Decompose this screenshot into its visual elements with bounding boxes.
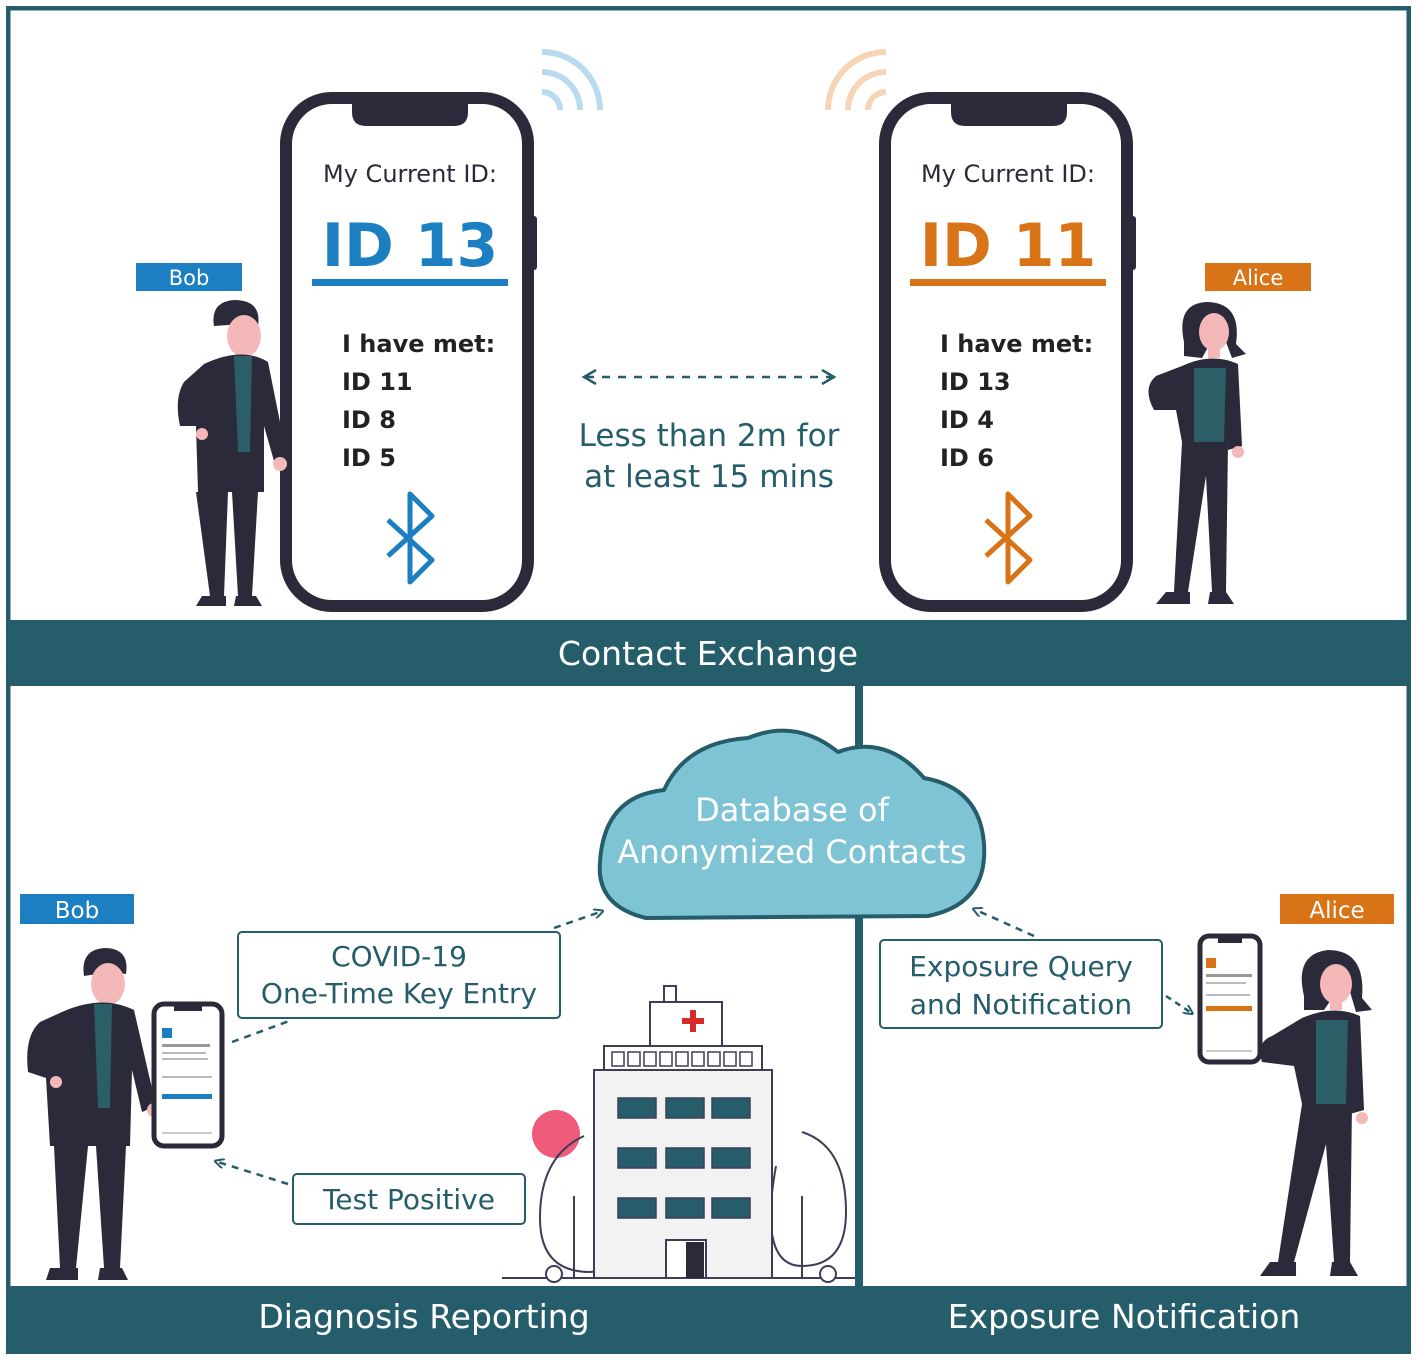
phone-button [1128, 216, 1136, 270]
arrow-right-icon [821, 368, 837, 386]
key-entry-line1: COVID-19 [331, 940, 467, 973]
alice-figure [1148, 302, 1246, 604]
diagram-canvas: My Current ID: ID 13 I have met: ID 11 I… [5, 5, 1412, 1355]
exposure-query-line2: and Notification [910, 988, 1132, 1021]
distance-text-line1: Less than 2m for [579, 418, 840, 454]
bob-current-id: ID 13 [322, 211, 499, 281]
alice-small-phone [1197, 933, 1263, 1065]
bob-name-tag [20, 894, 134, 924]
alice-name-tag [1280, 894, 1394, 924]
query-arrow [976, 910, 1035, 938]
phone-notch [352, 104, 468, 126]
red-cross-icon [682, 1010, 704, 1032]
bob-name-tag [136, 263, 242, 291]
diagnosis-reporting-band [8, 1286, 855, 1352]
contact-exchange-panel: My Current ID: ID 13 I have met: ID 11 I… [8, 49, 1409, 686]
key-entry-line2: One-Time Key Entry [261, 977, 537, 1010]
exposure-notification-panel: Alice Exposure Query and Notification [863, 894, 1409, 1352]
alice-wifi-icon [825, 49, 887, 111]
database-line2: Anonymized Contacts [617, 833, 966, 871]
test-positive-label: Test Positive [322, 1183, 495, 1216]
database-cloud: Database of Anonymized Contacts [597, 728, 987, 920]
bob-small-phone [151, 1001, 225, 1149]
alice-figure [1260, 950, 1372, 1276]
diagram-frame: My Current ID: ID 13 I have met: ID 11 I… [5, 5, 1412, 1355]
alice-name-tag [1205, 263, 1311, 291]
key-entry-box [237, 931, 561, 1019]
hospital-windows [617, 1097, 751, 1219]
key-entry-connector [231, 1018, 293, 1044]
tree-icon [532, 1110, 580, 1158]
bob-met-id: ID 8 [342, 406, 396, 434]
contact-exchange-label: Contact Exchange [558, 634, 858, 673]
notification-arrow [1165, 994, 1190, 1012]
alice-phone: My Current ID: ID 11 I have met: ID 13 I… [879, 92, 1136, 612]
phone-button [529, 216, 537, 270]
tree-icon [769, 1131, 848, 1268]
arrow-left-icon [581, 368, 597, 386]
hospital-illustration [502, 985, 855, 1283]
bob-name-tag-label: Bob [55, 898, 99, 924]
bob-met-id: ID 11 [342, 368, 413, 396]
alice-current-id-label: My Current ID: [921, 160, 1095, 188]
bob-phone: My Current ID: ID 13 I have met: ID 11 I… [280, 92, 537, 612]
bob-name-tag-label: Bob [169, 266, 210, 290]
exposure-query-box [879, 939, 1163, 1029]
phone-notch [951, 104, 1067, 126]
result-arrow [218, 1162, 289, 1186]
panel-divider [855, 686, 863, 1352]
exposure-notification-label: Exposure Notification [948, 1297, 1301, 1336]
bob-figure [177, 300, 288, 606]
bob-met-label: I have met: [342, 330, 495, 358]
diagnosis-reporting-panel: Bob COVID-19 One-Time Key Entry Test Pos… [8, 894, 855, 1352]
bob-current-id-label: My Current ID: [323, 160, 497, 188]
bob-wifi-icon [541, 49, 603, 111]
bob-id-underline [312, 279, 508, 286]
test-positive-box [292, 1173, 526, 1225]
bluetooth-icon [386, 491, 435, 585]
diagnosis-reporting-label: Diagnosis Reporting [258, 1297, 589, 1336]
database-line1: Database of [695, 791, 889, 829]
alice-met-id: ID 13 [940, 368, 1011, 396]
bluetooth-icon [984, 491, 1033, 585]
alice-name-tag-label: Alice [1309, 898, 1364, 924]
bob-met-id: ID 5 [342, 444, 396, 472]
alice-id-underline [910, 279, 1106, 286]
alice-met-label: I have met: [940, 330, 1093, 358]
alice-met-id: ID 4 [940, 406, 994, 434]
upload-arrow [553, 912, 600, 930]
exposure-notification-band [863, 1286, 1409, 1352]
alice-met-id: ID 6 [940, 444, 994, 472]
distance-text-line2: at least 15 mins [584, 459, 834, 495]
contact-exchange-band [8, 620, 1409, 686]
exposure-query-line1: Exposure Query [909, 950, 1133, 983]
bob-figure [27, 948, 161, 1280]
alice-current-id: ID 11 [920, 211, 1097, 281]
alice-name-tag-label: Alice [1233, 266, 1284, 290]
